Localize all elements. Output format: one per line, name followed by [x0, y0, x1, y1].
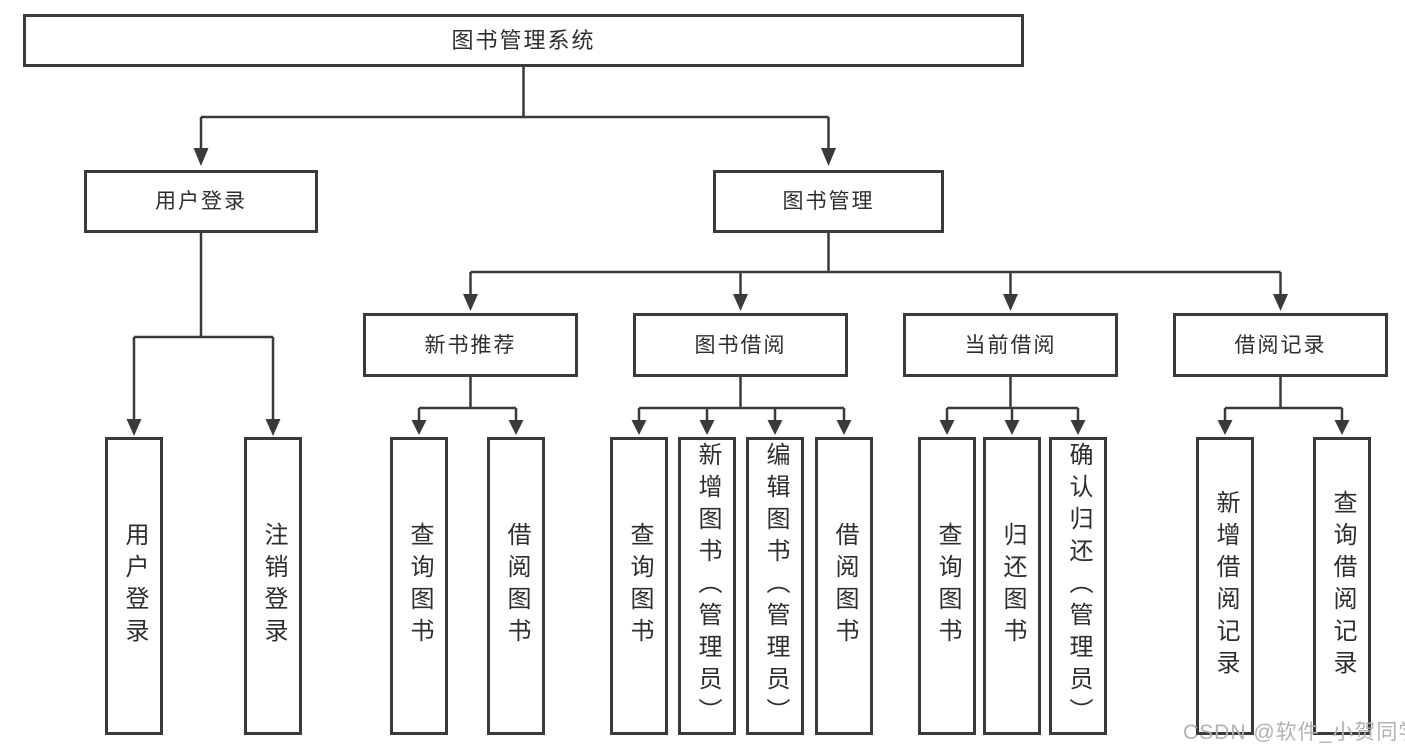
- node-book-borrowing: 图书借阅: [633, 313, 848, 377]
- node-label: 当前借阅: [964, 333, 1057, 357]
- node-label: 新增借阅记录: [1212, 490, 1239, 682]
- node-label: 注销登录: [260, 522, 287, 650]
- node-label: 新增图书（管理员）: [694, 442, 721, 730]
- node-label: 确认归还（管理员）: [1065, 442, 1092, 730]
- node-label: 查询图书: [934, 522, 961, 650]
- node-current-borrowing: 当前借阅: [903, 313, 1118, 377]
- node-user-login: 用户登录: [84, 170, 318, 233]
- node-bb-borrow-books: 借阅图书: [815, 437, 873, 735]
- node-rec-add-record: 新增借阅记录: [1196, 437, 1254, 735]
- node-book-management: 图书管理: [713, 170, 944, 233]
- node-login: 用户登录: [105, 437, 163, 735]
- node-label: 借阅图书: [503, 522, 530, 650]
- node-borrow-records: 借阅记录: [1173, 313, 1388, 377]
- node-new-book-recommend: 新书推荐: [363, 313, 578, 377]
- arrowheads: [126, 148, 1350, 436]
- node-label: 图书管理: [782, 190, 875, 213]
- node-label: 查询图书: [626, 522, 653, 650]
- node-logout: 注销登录: [244, 437, 302, 735]
- node-bb-add-books-admin: 新增图书（管理员）: [678, 437, 736, 735]
- node-label: 图书管理系统: [451, 27, 596, 53]
- node-nb-borrow-books: 借阅图书: [487, 437, 545, 735]
- node-label: 新书推荐: [424, 333, 517, 357]
- node-label: 编辑图书（管理员）: [762, 442, 789, 730]
- watermark: CSDN @软件_小贺同学: [1183, 721, 1405, 744]
- node-bb-edit-books-admin: 编辑图书（管理员）: [746, 437, 804, 735]
- node-cb-return-books: 归还图书: [983, 437, 1041, 735]
- node-nb-query-books: 查询图书: [390, 437, 448, 735]
- node-label: 查询图书: [406, 522, 433, 650]
- node-label: 用户登录: [121, 522, 148, 650]
- node-cb-confirm-return-admin: 确认归还（管理员）: [1049, 437, 1107, 735]
- node-label: 归还图书: [999, 522, 1026, 650]
- node-label: 借阅记录: [1234, 333, 1327, 357]
- node-label: 用户登录: [155, 190, 247, 213]
- node-bb-query-books: 查询图书: [610, 437, 668, 735]
- node-label: 查询借阅记录: [1329, 490, 1356, 682]
- node-root: 图书管理系统: [23, 14, 1024, 67]
- node-label: 图书借阅: [694, 333, 787, 357]
- node-cb-query-books: 查询图书: [918, 437, 976, 735]
- node-rec-query-record: 查询借阅记录: [1313, 437, 1371, 735]
- node-label: 借阅图书: [831, 522, 858, 650]
